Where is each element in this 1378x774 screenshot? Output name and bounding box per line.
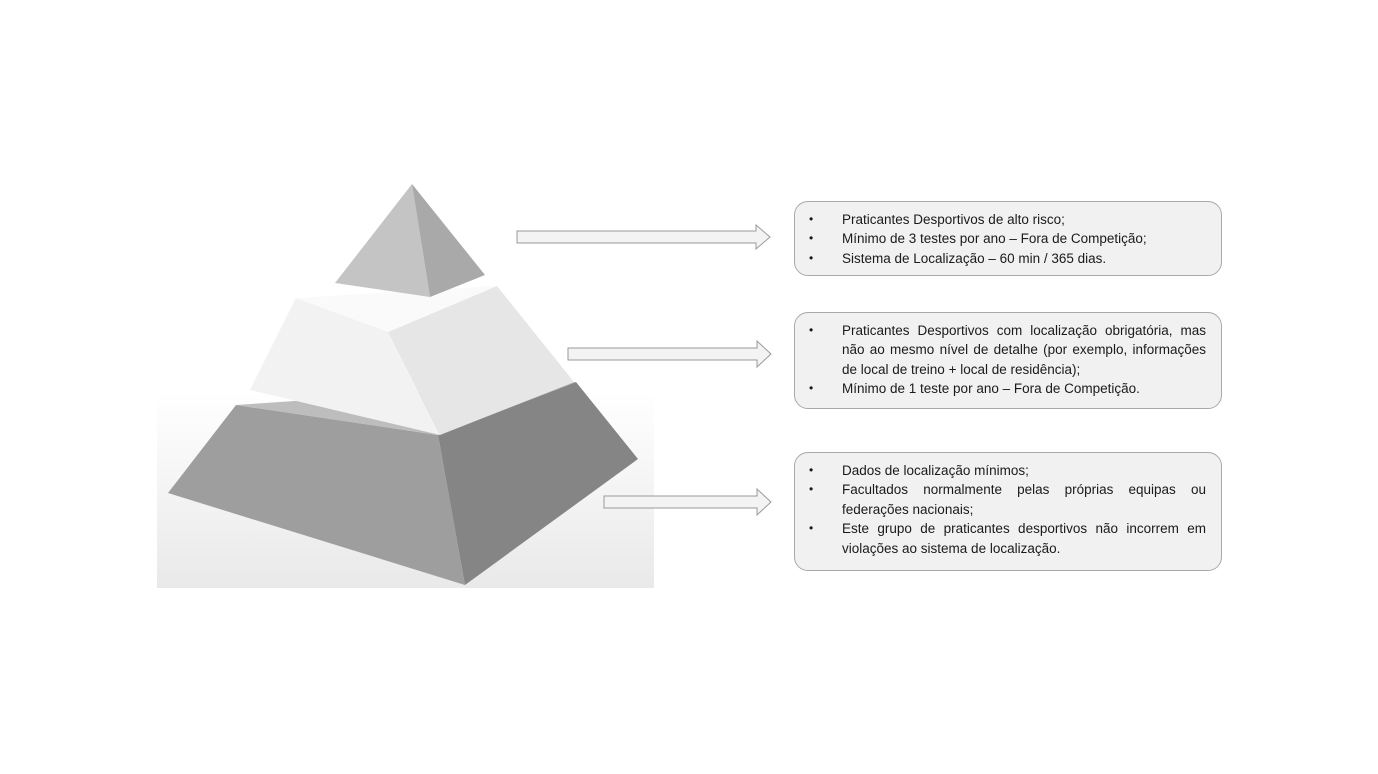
tier-bottom-list: Dados de localização mínimos; Facultados… (807, 461, 1206, 558)
arrow-bottom (603, 488, 772, 516)
tier-bottom-box: Dados de localização mínimos; Facultados… (794, 452, 1222, 571)
pyramid-illustration (157, 184, 654, 588)
arrow-top (516, 224, 771, 250)
tier-top-item: Praticantes Desportivos de alto risco; (807, 210, 1206, 230)
tier-middle-box: Praticantes Desportivos com localização … (794, 312, 1222, 409)
arrow-middle (567, 340, 772, 368)
pyramid-middle-tier (250, 286, 574, 435)
tier-top-item: Mínimo de 3 testes por ano – Fora de Com… (807, 229, 1206, 249)
pyramid-top-tier (335, 184, 485, 297)
tier-bottom-item: Dados de localização mínimos; (807, 461, 1206, 481)
tier-middle-item: Mínimo de 1 teste por ano – Fora de Comp… (807, 379, 1206, 399)
tier-top-box: Praticantes Desportivos de alto risco; M… (794, 201, 1222, 276)
tier-middle-list: Praticantes Desportivos com localização … (807, 321, 1206, 399)
tier-top-list: Praticantes Desportivos de alto risco; M… (807, 210, 1206, 269)
tier-top-item: Sistema de Localização – 60 min / 365 di… (807, 249, 1206, 269)
tier-middle-item: Praticantes Desportivos com localização … (807, 321, 1206, 379)
tier-bottom-item: Facultados normalmente pelas próprias eq… (807, 480, 1206, 519)
tier-bottom-item: Este grupo de praticantes desportivos nã… (807, 519, 1206, 558)
